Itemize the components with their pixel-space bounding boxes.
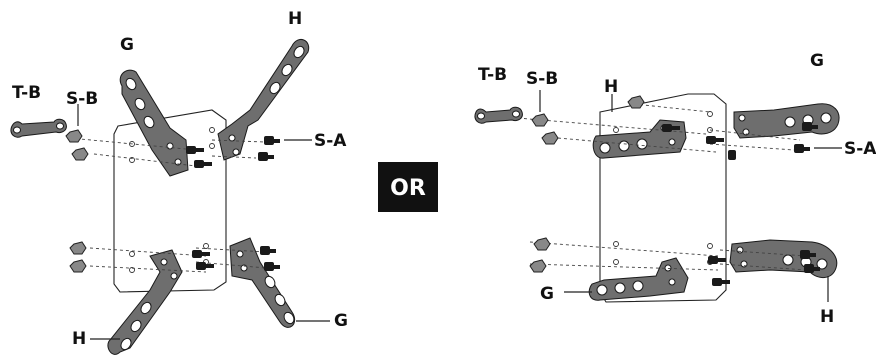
left-leader-lines: [77, 104, 330, 340]
label-left-g-bottom: G: [334, 311, 348, 331]
left-spacer-t-b: [10, 118, 67, 138]
right-assembly: T-B S-B H G S-A G H: [474, 51, 876, 327]
left-bracket-h-bottom: [107, 249, 183, 355]
left-screws-s-a: [186, 136, 280, 271]
or-separator: OR: [378, 162, 438, 212]
right-assembly-lines: [517, 103, 807, 271]
or-label: OR: [390, 176, 426, 201]
or-badge: [378, 162, 438, 212]
label-right-h-top: H: [604, 77, 618, 97]
label-right-s-a: S-A: [844, 139, 876, 159]
label-right-h-bottom: H: [820, 307, 834, 327]
left-assembly-lines: [69, 137, 267, 273]
label-right-t-b: T-B: [478, 65, 507, 85]
right-bracket-g-top: [733, 103, 840, 139]
label-left-s-b: S-B: [66, 89, 98, 109]
label-right-s-b: S-B: [526, 69, 558, 89]
left-mount-plate: [113, 109, 227, 293]
left-bracket-h-top: [217, 38, 310, 161]
left-bracket-g-bottom: [229, 237, 296, 328]
right-nuts-s-b: [529, 95, 645, 273]
label-left-h-bottom: H: [72, 329, 86, 349]
label-left-t-b: T-B: [12, 83, 41, 103]
label-right-g-top: G: [810, 51, 824, 71]
right-bracket-h-bottom: [729, 239, 838, 278]
label-left-s-a: S-A: [314, 131, 347, 151]
label-left-g-top: G: [120, 35, 134, 55]
left-nuts-s-b: [65, 129, 89, 273]
right-spacer-t-b: [474, 106, 523, 124]
left-bracket-g-top: [119, 69, 189, 177]
right-leader-lines: [539, 90, 842, 302]
left-assembly: G H T-B S-B S-A H G: [10, 9, 348, 355]
label-right-g-bottom: G: [540, 284, 554, 304]
label-left-h-top: H: [288, 9, 302, 29]
right-screws-s-a: [662, 122, 820, 286]
